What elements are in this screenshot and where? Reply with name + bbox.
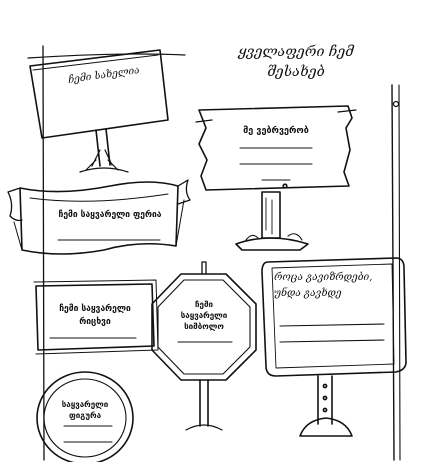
number-label-line-2: რიცხვი	[79, 317, 111, 327]
page-title-line-1: ყველაფერი ჩემ	[238, 44, 354, 60]
birthday-sign-board	[195, 105, 357, 251]
grow-up-sign-board	[261, 257, 407, 437]
symbol-label-line-3: სიმბოლო	[184, 322, 224, 331]
top-frame-line	[27, 53, 186, 59]
grow-line-1	[279, 323, 385, 327]
symbol-label-line-1: ჩემი	[194, 300, 214, 309]
number-sign-board	[33, 279, 159, 355]
shape-label-line-1: საყვარელი	[61, 400, 109, 409]
right-post-line	[391, 84, 395, 461]
right-post-knot	[392, 100, 400, 108]
name-sign-board	[29, 49, 169, 173]
grow-label-line-2: უნდა გავხდე	[274, 288, 342, 299]
birthday-label: მე ვებრვერობ	[243, 126, 309, 136]
right-post-line-2	[398, 84, 401, 461]
symbol-label-line-2: საყვარელი	[180, 311, 228, 320]
page-title-line-2: შესახებ	[267, 64, 325, 80]
number-label-line-1: ჩემი საყვარელი	[59, 304, 131, 314]
grow-label-line-1: როცა გავიზრდები,	[274, 272, 373, 283]
grow-line-2	[279, 339, 385, 343]
shape-label-line-2: ფიგურა	[68, 411, 102, 420]
shape-circle-sign	[36, 371, 134, 462]
color-label: ჩემი საყვარელი ფერია	[58, 210, 162, 220]
symbol-octagon-sign	[151, 261, 257, 431]
writing-lines	[49, 147, 385, 443]
color-banner	[7, 179, 191, 255]
